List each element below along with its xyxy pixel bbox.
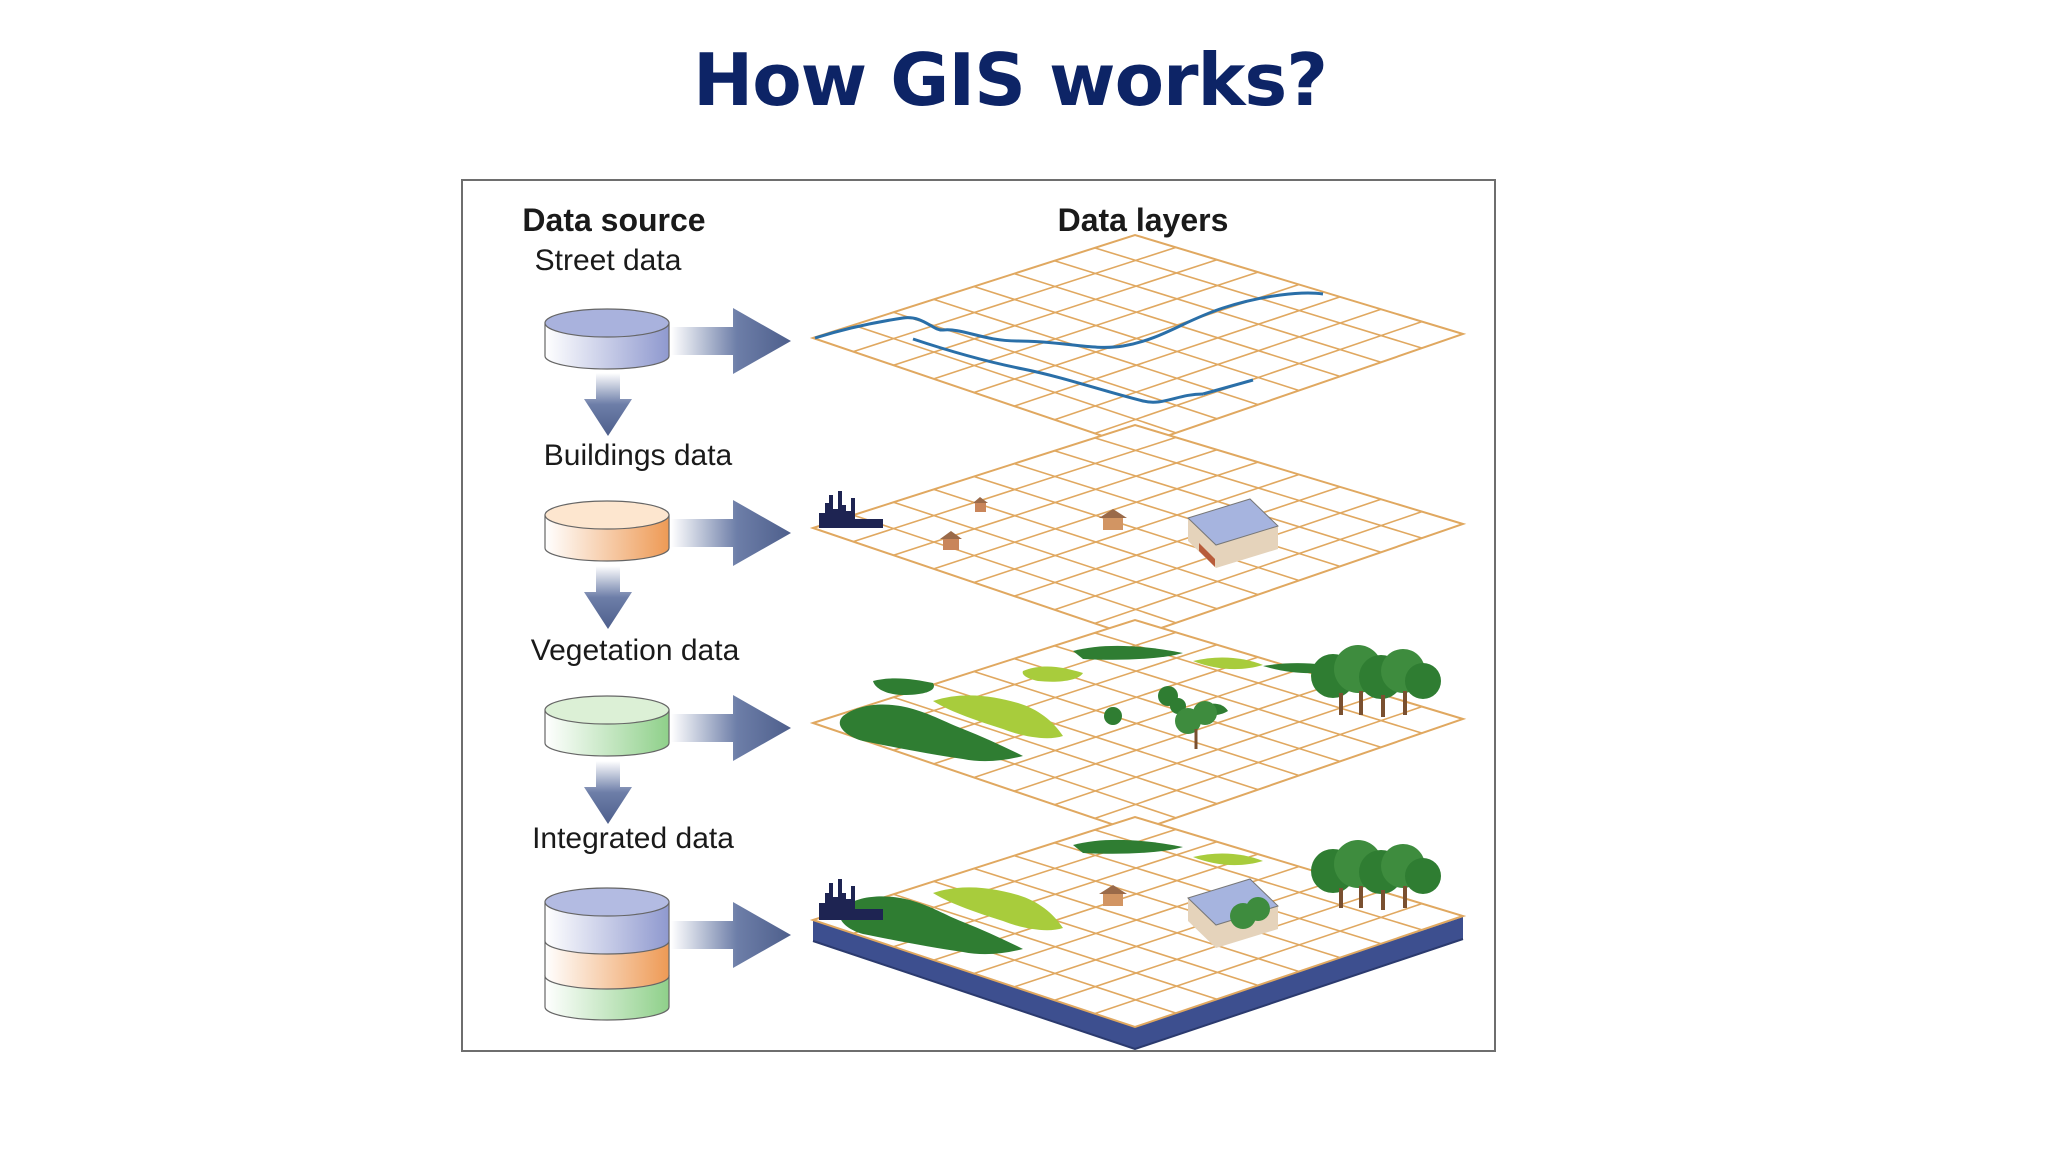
grid-line bbox=[1094, 510, 1423, 625]
grid-line bbox=[1014, 462, 1341, 568]
vegetation bbox=[839, 645, 1441, 762]
grid-line bbox=[1054, 449, 1382, 554]
arrow-right-icon bbox=[671, 902, 791, 968]
house-icon bbox=[1099, 509, 1127, 530]
arrow-right-icon bbox=[671, 695, 791, 761]
layer-plane bbox=[809, 618, 1467, 834]
arrow-right-icon bbox=[671, 308, 791, 374]
source-label-integrated: Integrated data bbox=[532, 822, 734, 855]
grid-line bbox=[1054, 693, 1382, 806]
tree-cluster-icon bbox=[1311, 645, 1441, 717]
grid-line bbox=[1054, 644, 1382, 749]
source-label-buildings: Buildings data bbox=[544, 439, 733, 472]
grid-line bbox=[1054, 259, 1382, 364]
data-source-header: Data source bbox=[522, 202, 705, 238]
grid-line bbox=[1013, 878, 1341, 988]
grid-line bbox=[973, 473, 1300, 584]
grid-line bbox=[1013, 681, 1341, 792]
data-layers-header: Data layers bbox=[1058, 202, 1229, 238]
source-label-vegetation: Vegetation data bbox=[531, 634, 740, 667]
layer-plane bbox=[809, 233, 1467, 449]
buildings bbox=[819, 491, 1279, 568]
buildings-database-icon bbox=[544, 500, 670, 562]
buildings-layer bbox=[809, 423, 1467, 639]
grid-line bbox=[1094, 705, 1423, 820]
layer-plane bbox=[809, 423, 1467, 639]
grid-line bbox=[1014, 272, 1341, 378]
street-lines bbox=[814, 291, 1324, 404]
vegetation-layer bbox=[809, 618, 1467, 834]
street-layer bbox=[809, 233, 1467, 449]
street-database-icon bbox=[544, 308, 670, 370]
arrow-down-icon bbox=[584, 761, 632, 824]
integrated-database-icon bbox=[544, 887, 670, 1021]
grid-line bbox=[1094, 902, 1423, 1015]
house-icon bbox=[940, 531, 962, 550]
arrow-down-icon bbox=[584, 566, 632, 629]
integrated-features bbox=[819, 839, 1441, 955]
source-label-street: Street data bbox=[535, 244, 682, 277]
slide-title: How GIS works? bbox=[692, 38, 1328, 122]
grid-line bbox=[1054, 308, 1382, 421]
grid-line bbox=[1094, 320, 1423, 435]
grid-line bbox=[1013, 486, 1341, 597]
grid-line bbox=[973, 668, 1300, 779]
large-building-icon bbox=[1187, 498, 1279, 568]
grid-line bbox=[1013, 296, 1341, 407]
integrated-layer bbox=[809, 815, 1467, 1050]
grid-line bbox=[1094, 437, 1423, 539]
grid-line bbox=[1014, 854, 1341, 959]
arrow-right-icon bbox=[671, 500, 791, 566]
house-icon bbox=[973, 497, 988, 512]
arrow-down-icon bbox=[584, 373, 632, 436]
vegetation-database-icon bbox=[544, 695, 670, 757]
gis-diagram: Data source Data layers Street data Buil… bbox=[461, 179, 1496, 1052]
